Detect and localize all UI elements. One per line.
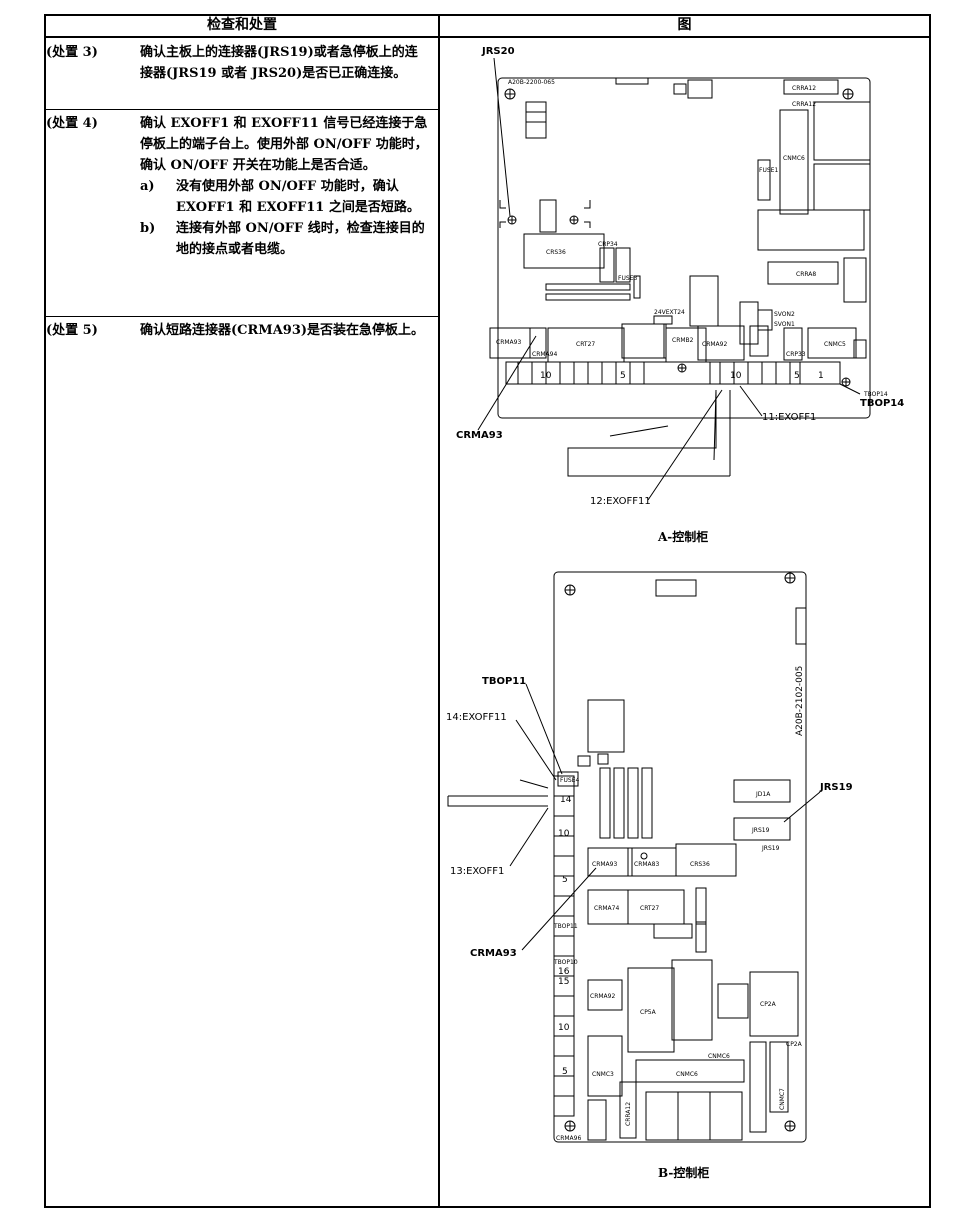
figa-cnmc6: CNMC6 bbox=[783, 155, 805, 162]
figb-n14: 14 bbox=[560, 795, 572, 805]
header-left: 检查和处置 bbox=[44, 14, 440, 38]
figb-fuse4: FUSE4 bbox=[560, 777, 579, 784]
figa-fuse3: FUSE3 bbox=[618, 275, 637, 282]
figb-jrs19-label: JRS19 bbox=[761, 845, 780, 852]
row-divider bbox=[46, 316, 438, 317]
figb-cnmc6a: CNMC6 bbox=[708, 1053, 730, 1060]
figb-n10b: 10 bbox=[558, 1023, 570, 1033]
figb-callout-tbop11: TBOP11 bbox=[482, 676, 526, 687]
figb-jrs19-inner: JRS19 bbox=[751, 827, 770, 834]
figa-crra8: CRRA8 bbox=[796, 271, 816, 278]
figb-callout-jrs19: JRS19 bbox=[819, 782, 853, 793]
sub-a-key: a) bbox=[140, 179, 155, 194]
figb-crma92: CRMA92 bbox=[590, 993, 615, 1000]
figa-callout-jrs20: JRS20 bbox=[481, 46, 515, 57]
figa-fuse1: FUSE1 bbox=[759, 167, 778, 174]
figb-crra12: CRRA12 bbox=[625, 1102, 632, 1126]
figa-crp33: CRP33 bbox=[786, 351, 806, 358]
figa-board-id: A20B-2200-065 bbox=[508, 79, 555, 86]
sub-b-key: b) bbox=[140, 221, 156, 236]
figa-n1: 1 bbox=[818, 371, 824, 381]
figa-n10b: 10 bbox=[730, 371, 742, 381]
figa-n5: 5 bbox=[620, 371, 626, 381]
figb-crma83: CRMA83 bbox=[634, 861, 659, 868]
figa-cnmc5: CNMC5 bbox=[824, 341, 846, 348]
figb-crs36: CRS36 bbox=[690, 861, 710, 868]
figa-callout-exoff1: 11:EXOFF1 bbox=[762, 412, 816, 423]
figa-n5b: 5 bbox=[794, 371, 800, 381]
figb-cnmc3: CNMC3 bbox=[592, 1071, 614, 1078]
column-divider bbox=[438, 14, 440, 1208]
figb-cp2a: CP2A bbox=[760, 1001, 777, 1008]
figb-cp2a-b: CP2A bbox=[786, 1041, 803, 1048]
figb-jd1a: JD1A bbox=[755, 791, 771, 798]
figure-b-caption: B-控制柜 bbox=[658, 1166, 710, 1180]
figb-n10: 10 bbox=[558, 829, 570, 839]
figa-crs36: CRS36 bbox=[546, 249, 566, 256]
figa-crmb2: CRMB2 bbox=[672, 337, 694, 344]
figa-svon2: SVON2 bbox=[774, 311, 795, 318]
step-4-sub-a: a) 没有使用外部 ON/OFF 功能时，确认 EXOFF1 和 EXOFF11… bbox=[140, 176, 430, 218]
figb-tbop10: TBOP10 bbox=[553, 959, 578, 966]
figb-crma93: CRMA93 bbox=[592, 861, 617, 868]
figure-a-caption: A-控制柜 bbox=[658, 530, 709, 544]
figb-crma74: CRMA74 bbox=[594, 905, 619, 912]
figb-cp5a: CP5A bbox=[640, 1009, 657, 1016]
figa-callout-tbop14: TBOP14 bbox=[860, 398, 904, 409]
step-4-text: 确认 EXOFF1 和 EXOFF11 信号已经连接于急停板上的端子台上。使用外… bbox=[140, 116, 428, 173]
figa-crt27: CRT27 bbox=[576, 341, 595, 348]
figa-callout-crma93: CRMA93 bbox=[456, 430, 503, 441]
sub-a-text: 没有使用外部 ON/OFF 功能时，确认 EXOFF1 和 EXOFF11 之间… bbox=[176, 179, 420, 215]
figa-crma94: CRMA94 bbox=[532, 351, 557, 358]
sub-b-text: 连接有外部 ON/OFF 线时，检查连接目的地的接点或者电缆。 bbox=[176, 221, 425, 257]
figb-n16: 16 bbox=[558, 967, 570, 977]
figa-crma92: CRMA92 bbox=[702, 341, 727, 348]
figa-crma93: CRMA93 bbox=[496, 339, 521, 346]
step-5-tag: (处置 5) bbox=[46, 323, 98, 338]
figa-crra12b: CRRA12 bbox=[792, 101, 816, 108]
figb-cnmc7: CNMC7 bbox=[779, 1088, 786, 1110]
figb-callout-crma93: CRMA93 bbox=[470, 948, 517, 959]
step-4-sub-b: b) 连接有外部 ON/OFF 线时，检查连接目的地的接点或者电缆。 bbox=[140, 218, 430, 260]
figa-ext24: 24VEXT24 bbox=[654, 309, 685, 316]
figb-callout-exoff1: 13:EXOFF1 bbox=[450, 866, 504, 877]
step-3-text: 确认主板上的连接器(JRS19)或者急停板上的连接器(JRS19 或者 JRS2… bbox=[140, 45, 418, 81]
figb-board-id: A20B-2102-005 bbox=[795, 666, 805, 736]
figa-crp34: CRP34 bbox=[598, 241, 618, 248]
figb-crt27: CRT27 bbox=[640, 905, 659, 912]
header-right: 图 bbox=[438, 14, 931, 38]
figb-n15: 15 bbox=[558, 977, 569, 987]
figb-n5: 5 bbox=[562, 875, 568, 885]
figa-tbop14-inner: TBOP14 bbox=[863, 391, 888, 398]
figa-crra12: CRRA12 bbox=[792, 85, 816, 92]
figure-a-diagram: A20B-2200-065 CRRA12 CRRA12 CRS36 CRP34 … bbox=[456, 46, 904, 507]
table-frame bbox=[44, 14, 931, 1208]
figure-b-diagram: A20B-2102-005 JD1A JRS19 JRS19 FUSE4 CRM… bbox=[446, 571, 853, 1143]
figb-tbop11-inner: TBOP11 bbox=[553, 923, 578, 930]
row-divider bbox=[46, 109, 438, 110]
figa-svon1: SVON1 bbox=[774, 321, 795, 328]
figb-n5b: 5 bbox=[562, 1067, 568, 1077]
figa-callout-exoff11: 12:EXOFF11 bbox=[590, 496, 651, 507]
figb-cnmc6b: CNMC6 bbox=[676, 1071, 698, 1078]
step-5-text: 确认短路连接器(CRMA93)是否装在急停板上。 bbox=[140, 323, 425, 338]
figb-crma96: CRMA96 bbox=[556, 1135, 581, 1142]
step-3-tag: (处置 3) bbox=[46, 45, 98, 60]
figb-callout-exoff11: 14:EXOFF11 bbox=[446, 712, 507, 723]
figa-n10: 10 bbox=[540, 371, 552, 381]
step-4-tag: (处置 4) bbox=[46, 116, 98, 131]
